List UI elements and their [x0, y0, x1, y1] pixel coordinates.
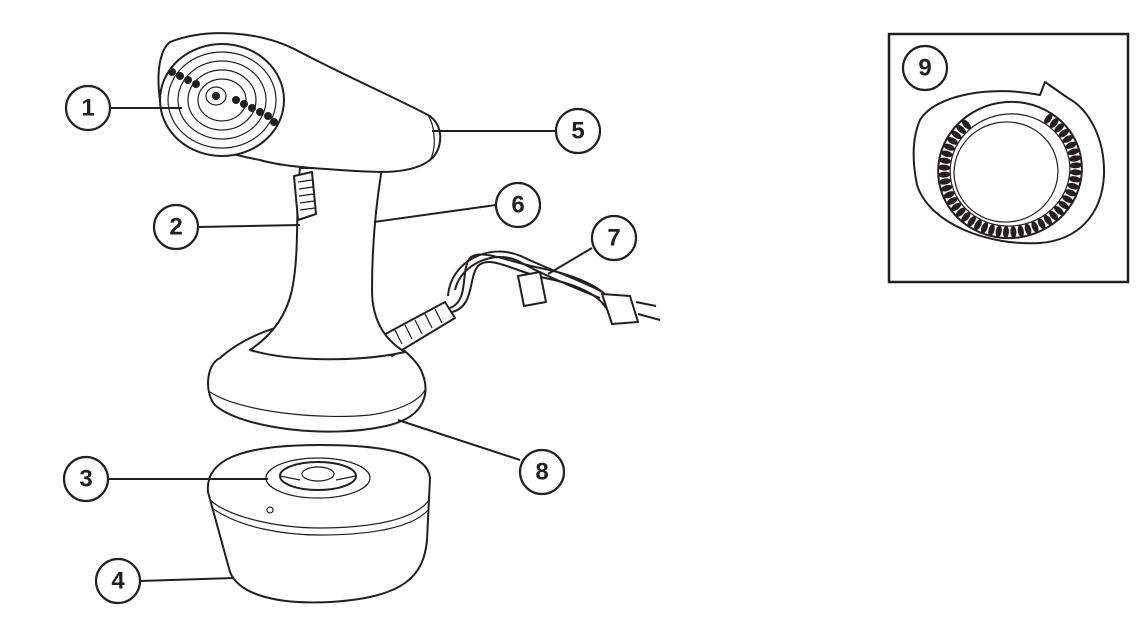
callout-9-label: 9 [918, 55, 931, 82]
callout-4: 4 [94, 557, 142, 605]
bristle [1054, 123, 1065, 133]
bristle [1002, 226, 1010, 239]
bristle [1067, 148, 1080, 156]
bristle [961, 119, 971, 130]
leader-lines [108, 107, 593, 582]
bristle [1067, 182, 1080, 190]
bristle [988, 224, 995, 236]
bristle [1069, 155, 1081, 162]
callout-5-label: 5 [571, 118, 584, 145]
bristle [938, 171, 951, 178]
callout-2: 2 [152, 203, 200, 251]
charging-base [206, 444, 431, 604]
bristle [1058, 128, 1070, 138]
bristle [1043, 214, 1053, 226]
bristle [1069, 162, 1082, 169]
callout-8-label: 8 [535, 459, 548, 486]
bristle [947, 137, 958, 145]
power-cord [447, 250, 661, 325]
steam-vent-holes [168, 68, 278, 126]
bristle [956, 124, 967, 134]
bristle [1017, 225, 1024, 238]
bristle [1065, 141, 1077, 149]
bristle [955, 207, 966, 217]
bristle [951, 130, 962, 140]
callout-3-label: 3 [79, 466, 92, 493]
bristle [1049, 118, 1059, 128]
callout-8: 8 [518, 448, 566, 496]
bristle [1049, 210, 1059, 221]
bristle [1058, 200, 1069, 210]
bristle [980, 222, 989, 234]
callout-9: 9 [901, 44, 949, 92]
bristle [1010, 226, 1017, 238]
bristle [1065, 189, 1077, 197]
callout-7: 7 [590, 214, 638, 262]
callout-4-label: 4 [111, 568, 125, 595]
bristle [940, 150, 953, 158]
bristle [1062, 135, 1074, 143]
callout-6-label: 6 [511, 192, 524, 219]
callout-3: 3 [62, 455, 110, 503]
bristle [961, 212, 971, 222]
callout-2-label: 2 [169, 214, 182, 241]
callout-1: 1 [64, 84, 112, 132]
steamer-handheld [157, 32, 456, 433]
callout-6: 6 [494, 181, 542, 229]
callout-5: 5 [554, 107, 602, 155]
bristle [939, 178, 951, 185]
bristle [950, 202, 962, 212]
bristle [943, 143, 955, 151]
bristle [974, 219, 982, 231]
bristle [1031, 221, 1039, 233]
brush-bristles [938, 113, 1082, 239]
bristle [1024, 223, 1032, 236]
bristle [1068, 176, 1081, 183]
bristle [938, 164, 951, 171]
bristle [967, 216, 976, 227]
bristle [939, 157, 952, 164]
bristle [1053, 206, 1064, 216]
bristle [1062, 195, 1073, 203]
bristle [1037, 218, 1046, 230]
bristle [943, 191, 955, 199]
bristle [1044, 113, 1053, 124]
callout-7-label: 7 [607, 225, 620, 252]
bristle [946, 197, 958, 205]
bristle [1069, 169, 1082, 176]
steam-trigger-button [293, 171, 317, 221]
bristle [995, 225, 1002, 238]
bristle [940, 184, 953, 192]
callout-1-label: 1 [81, 95, 94, 122]
